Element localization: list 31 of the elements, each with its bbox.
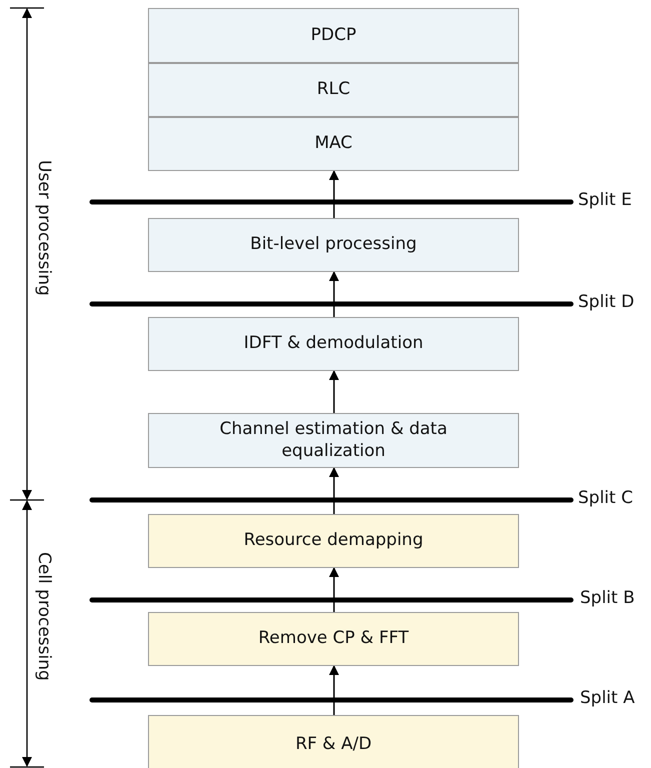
- process-box: [148, 117, 519, 171]
- box-label: Bit-level processing: [250, 234, 417, 256]
- process-box: [148, 63, 519, 117]
- split-label: Split B: [580, 588, 635, 608]
- split-label: Split C: [578, 488, 633, 508]
- split-label: Split A: [580, 688, 635, 708]
- arrow: [329, 370, 339, 413]
- box-label: Remove CP & FFT: [258, 628, 409, 650]
- process-box: [148, 514, 519, 568]
- arrow: [329, 170, 339, 218]
- side-label: Cell processing: [34, 552, 54, 681]
- process-box: [148, 317, 519, 371]
- arrow: [329, 271, 339, 317]
- split-label: Split D: [578, 292, 634, 312]
- side-label: User processing: [34, 160, 54, 296]
- process-box: [148, 715, 519, 768]
- box-label: Resource demapping: [244, 530, 424, 552]
- process-box: [148, 413, 519, 468]
- box-label: MAC: [314, 133, 352, 155]
- arrow: [329, 467, 339, 514]
- arrow: [329, 665, 339, 715]
- box-label: RLC: [316, 79, 350, 101]
- process-box: [148, 612, 519, 666]
- box-label: RF & A/D: [295, 734, 372, 756]
- split-label: Split E: [578, 190, 632, 210]
- box-label: PDCP: [310, 24, 356, 46]
- process-box: [148, 8, 519, 63]
- arrow: [329, 567, 339, 612]
- box-label: IDFT & demodulation: [244, 333, 424, 355]
- box-label: Channel estimation & data equalization: [218, 419, 448, 462]
- process-box: [148, 218, 519, 272]
